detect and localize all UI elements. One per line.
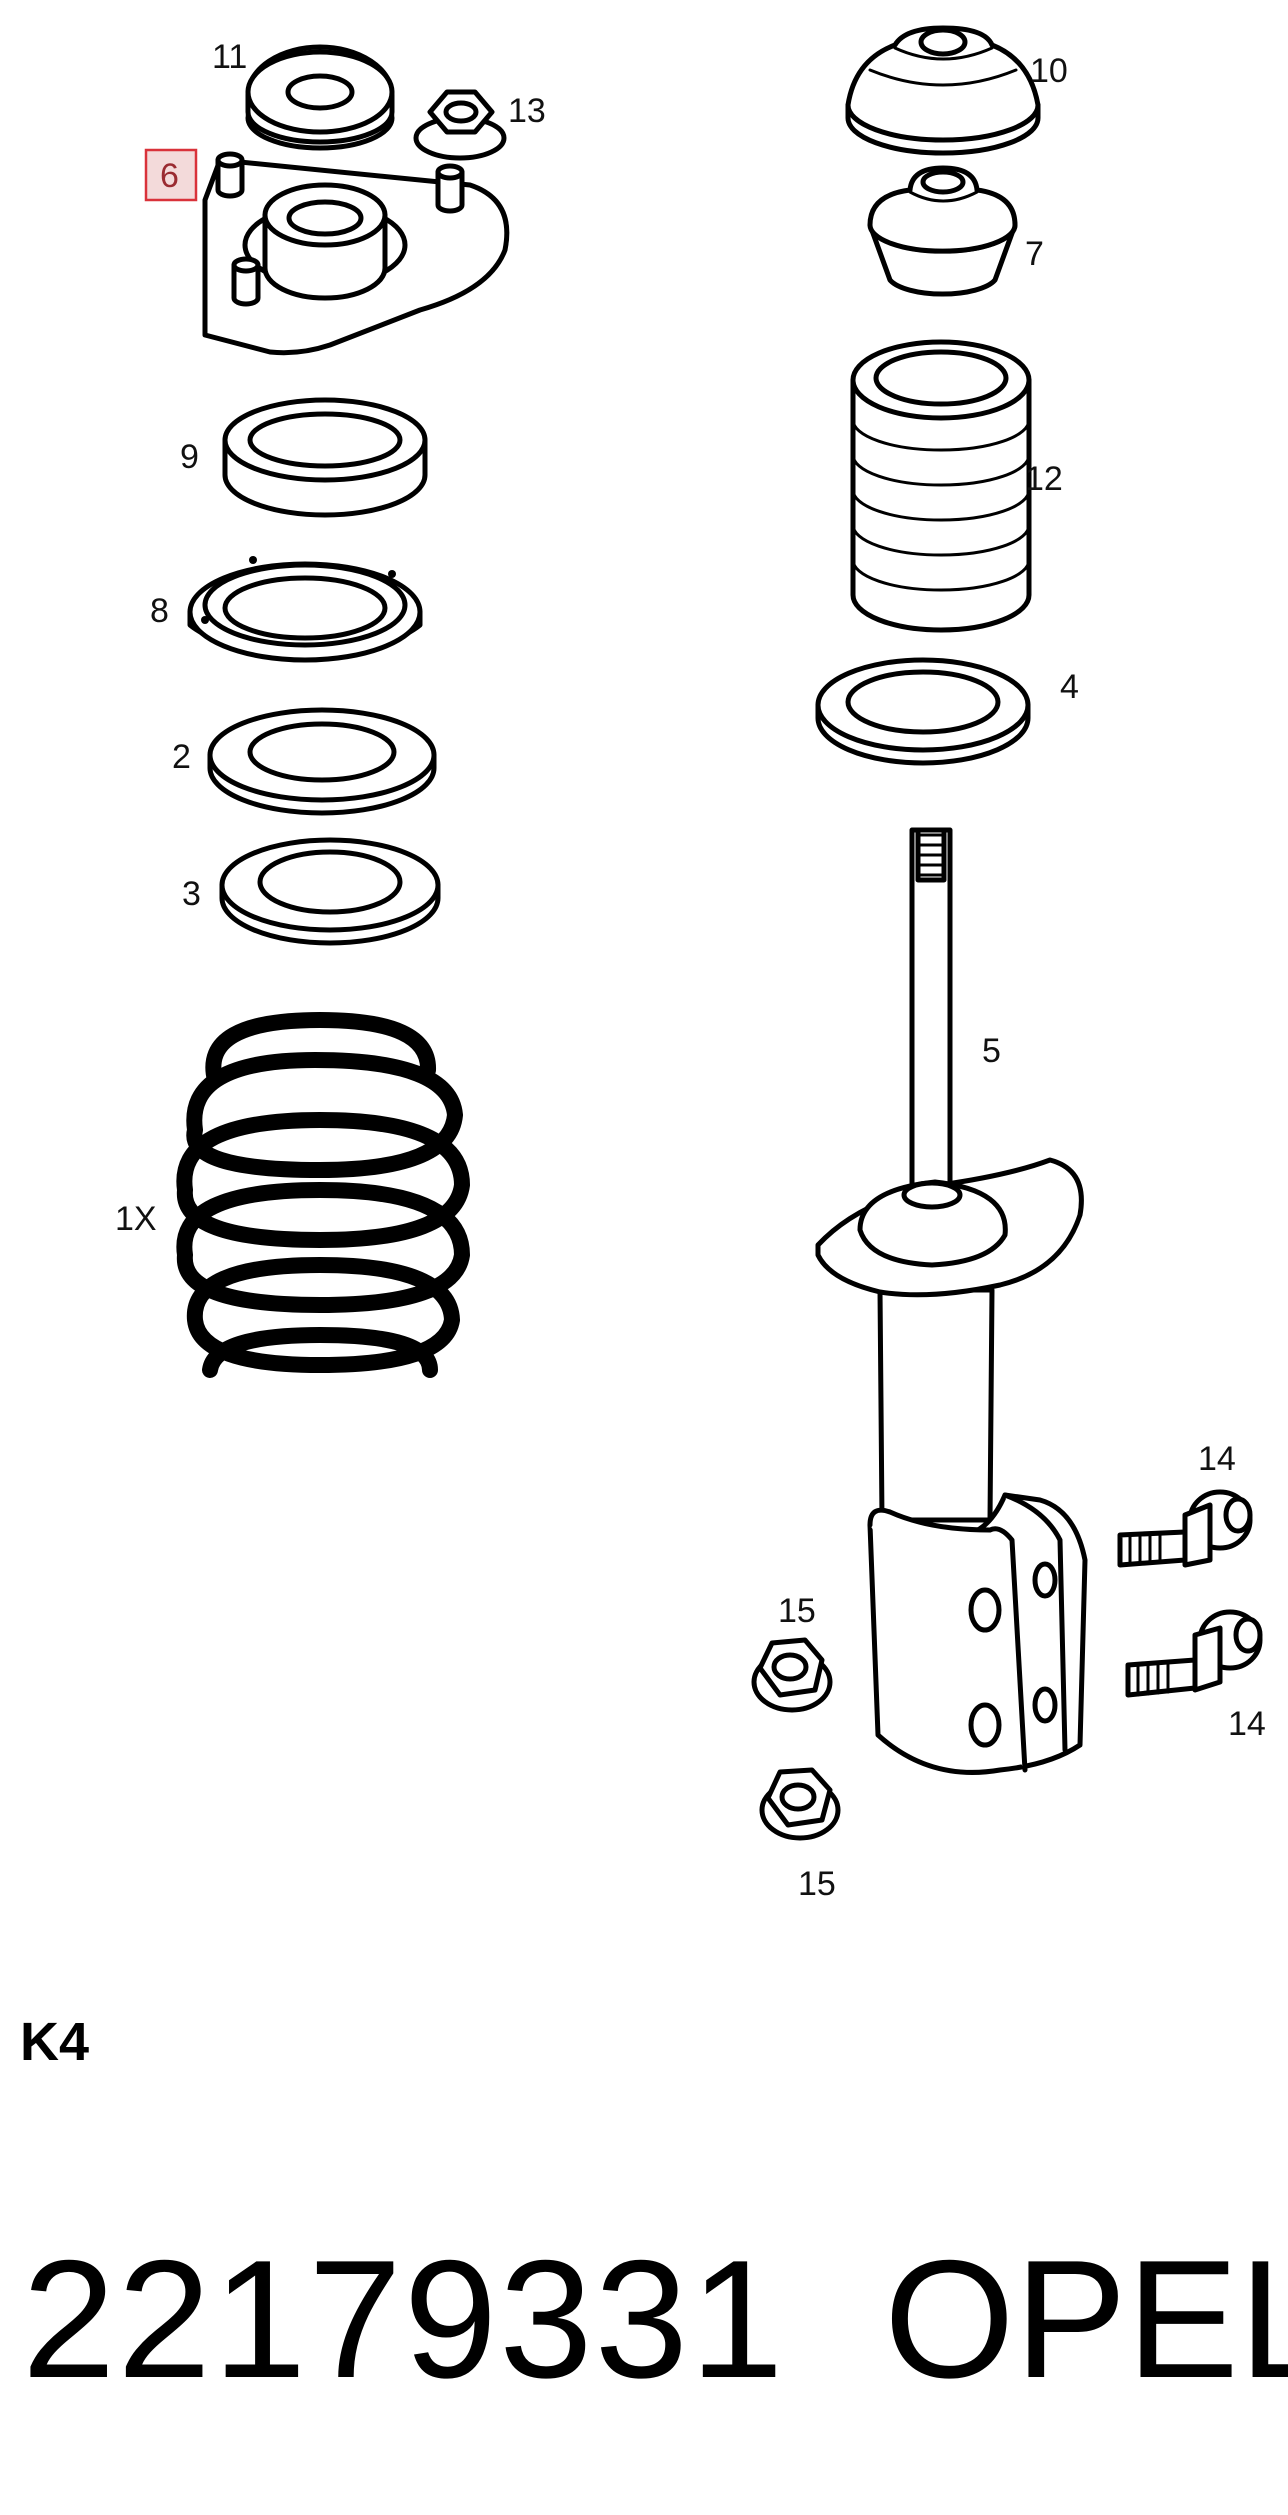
callout-15-lower: 15 — [798, 1865, 836, 1903]
callout-6-highlight-box — [144, 148, 198, 202]
part-1x-coil-spring — [176, 1012, 470, 1378]
callout-11: 11 — [212, 38, 247, 76]
section-code: K4 — [20, 2012, 90, 2072]
part-12-dust-boot — [850, 339, 1032, 633]
callout-7: 7 — [1025, 235, 1044, 273]
part-6-top-mount-plate — [202, 151, 510, 356]
part-11-upper-cup — [245, 44, 395, 151]
exploded-parts-diagram: 11 13 6 9 8 2 3 1X 10 7 12 4 5 14 14 15 … — [115, 25, 1266, 1903]
part-7-bump-stop — [867, 165, 1018, 297]
part-15-upper-nut — [751, 1637, 833, 1713]
part-10-bump-stop-cap — [845, 25, 1041, 156]
callout-12: 12 — [1025, 460, 1063, 498]
callout-9: 9 — [180, 438, 199, 476]
callout-8: 8 — [150, 592, 169, 630]
part-2-spring-seat-washer — [207, 707, 437, 816]
part-15-lower-nut — [759, 1767, 841, 1841]
callout-3: 3 — [182, 875, 201, 913]
part-3-spring-insulator — [219, 837, 441, 946]
callout-14-upper: 14 — [1198, 1440, 1236, 1478]
part-8-strut-bearing — [187, 556, 423, 663]
part-5-shock-absorber-strut — [815, 827, 1088, 1775]
callout-2: 2 — [172, 738, 191, 776]
brand-name: OPEL — [884, 2225, 1288, 2413]
callout-10: 10 — [1030, 52, 1068, 90]
part-4-seat-washer — [815, 657, 1031, 766]
callout-6[interactable]: 6 — [160, 157, 179, 195]
callout-14-lower: 14 — [1228, 1705, 1266, 1743]
part-9-bearing-ring — [222, 397, 428, 518]
part-14-upper-bolt — [1117, 1489, 1253, 1568]
callout-13: 13 — [508, 92, 546, 130]
part-footer: 22179331 OPEL — [22, 2225, 1288, 2415]
callout-15-upper: 15 — [778, 1592, 816, 1630]
callout-1x: 1X — [115, 1200, 157, 1238]
part-13-flange-nut — [413, 89, 507, 161]
callout-5: 5 — [982, 1032, 1001, 1070]
callout-4: 4 — [1060, 668, 1079, 706]
part-number: 22179331 — [22, 2225, 786, 2413]
part-14-lower-bolt — [1125, 1609, 1263, 1698]
